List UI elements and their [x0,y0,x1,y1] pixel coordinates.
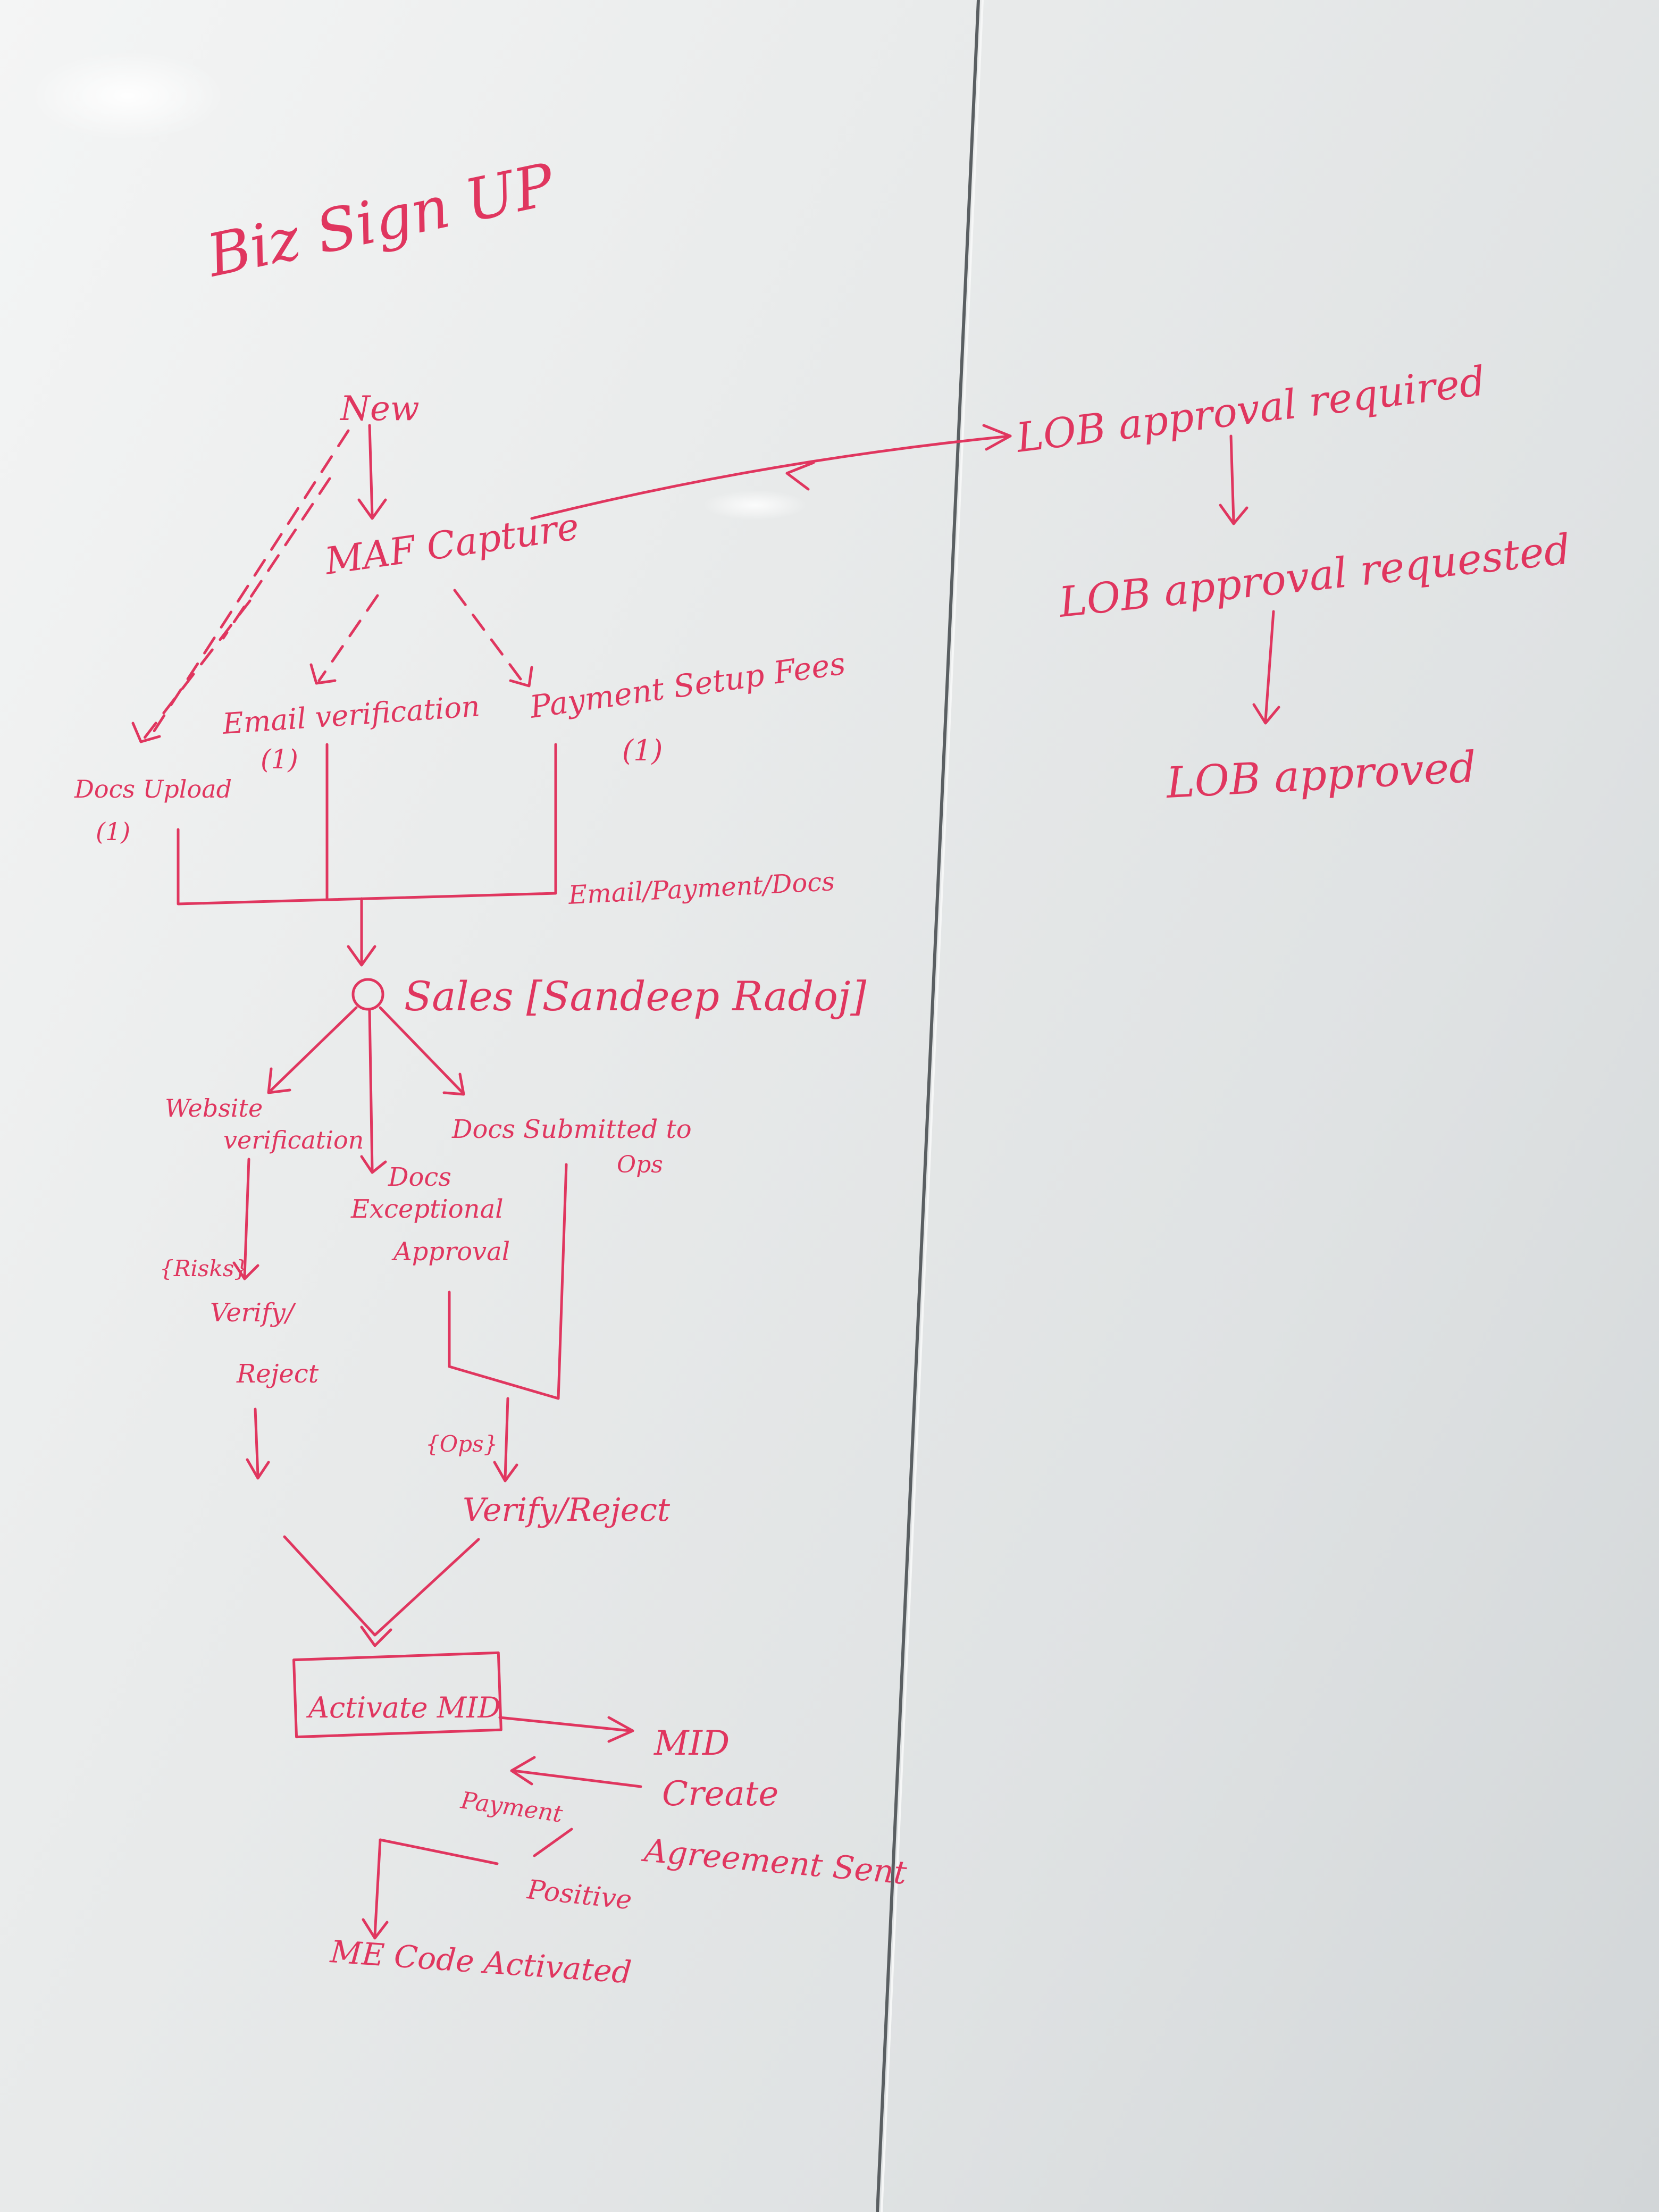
node-positive: Positive [525,1874,633,1915]
node-lob-approval-requested: LOB approval requested [1056,525,1573,627]
merge-lines [177,743,557,967]
ops-merge-lines [448,1163,568,1482]
arrow-payment [509,666,533,688]
node-mid-line2: Create [662,1774,778,1814]
arrow-docs [131,722,161,743]
sales-junction [351,978,384,1011]
node-mid-line1: MID [653,1724,730,1763]
node-website-verification-line2: verification [223,1126,364,1154]
edge-maf-lob [530,434,1012,520]
node-docs-exceptional-line1: Docs [388,1162,451,1192]
node-docs-exceptional-line3: Approval [391,1237,510,1267]
edge-website-verify [232,1158,259,1280]
node-risks: {Risks} [160,1255,248,1281]
slash-divider [533,1828,573,1857]
node-docs-upload-count: (1) [96,817,130,846]
arrow-email [309,663,337,685]
node-email-verification: Email verification [221,689,481,741]
edge-lob-requested-approved [1252,610,1280,725]
node-payment-setup-fees: Payment Setup Fees [527,645,848,725]
edge-maf-payment [453,589,525,685]
node-verify-reject-risk-line2: Reject [236,1359,319,1389]
arrow-head-left [785,461,815,491]
edge-activate-mid-create [498,1716,634,1743]
node-agreement-sent: Agreement Sent [640,1832,909,1892]
edge-maf-email [317,594,379,682]
node-me-code-activated: ME Code Activated [329,1933,633,1991]
merge-label: Email/Payment/Docs [567,867,835,910]
node-docs-upload: Docs Upload [74,775,232,803]
node-website-verification-line1: Website [165,1094,263,1122]
edge-new-docs-dashed [147,429,350,741]
node-lob-approval-required: LOB approval required [1012,357,1488,462]
node-ops: {Ops} [425,1431,498,1457]
node-activate-mid: Activate MID [306,1691,501,1724]
node-email-verification-count: (1) [261,744,298,775]
edge-create-back [510,1756,642,1788]
arrow-head-right [982,424,1012,451]
node-payment-setup-fees-count: (1) [622,734,663,767]
node-docs-submitted-line2: Ops [617,1151,663,1178]
node-new: New [339,389,420,429]
node-sales: Sales [Sandeep Radoj] [404,973,866,1020]
edge-lob-required-requested [1219,434,1249,525]
edge-risk-down [246,1407,270,1480]
edge-sales-exceptional [360,1009,387,1174]
diagram-title: Biz Sign UP [200,150,561,290]
node-verify-reject-risk-line1: Verify/ [210,1298,297,1328]
node-docs-submitted-line1: Docs Submitted to [451,1115,692,1144]
activate-mid-box [292,1651,502,1739]
edge-to-me-code [362,1838,499,1940]
edge-sales-submitted [379,1006,465,1096]
node-verify-reject-ops: Verify/Reject [463,1492,671,1529]
edge-sales-website [267,1006,358,1094]
node-docs-exceptional-line2: Exceptional [350,1194,504,1224]
node-lob-approved: LOB approved [1164,742,1477,808]
converge-v [283,1535,480,1647]
edge-new-maf [357,424,387,520]
node-payment: Payment [458,1787,564,1828]
